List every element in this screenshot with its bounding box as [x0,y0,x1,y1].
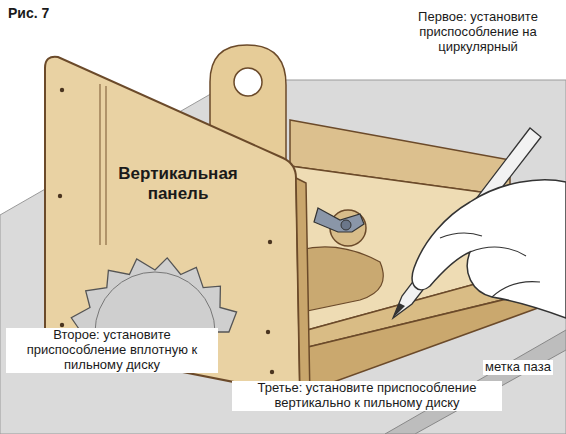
mark-label-wrap: метка паза [478,357,558,375]
panel-groove [99,84,100,245]
base-cutout [300,247,383,312]
blade-rim [95,272,215,332]
pencil-tip [393,303,405,318]
step-note: Первое: установите приспособление на цир… [398,10,558,55]
panel-edge [296,178,310,398]
mark-label: метка паза [483,360,553,375]
part-name-wrap: Вертикальная панель [110,164,246,203]
step-note-wrap: Второе: установите приспособление вплотн… [6,328,218,373]
part-name: Вертикальная панель [110,164,246,203]
saw-blade [71,258,236,332]
step-note: Третье: установите приспособление вертик… [232,381,502,411]
wing-nut [314,208,364,232]
hand [412,180,566,318]
figure-title-wrap: Рис. 7 [6,4,51,22]
step-note-wrap: Третье: установите приспособление вертик… [232,381,502,411]
finger-lines [440,233,540,297]
upright-hole [234,68,262,96]
panel-groove [105,86,106,245]
figure-title: Рис. 7 [6,5,51,21]
step-note: Второе: установите приспособление вплотн… [6,328,218,373]
bolt [341,220,351,230]
step-note-wrap: Первое: установите приспособление на цир… [398,10,558,55]
